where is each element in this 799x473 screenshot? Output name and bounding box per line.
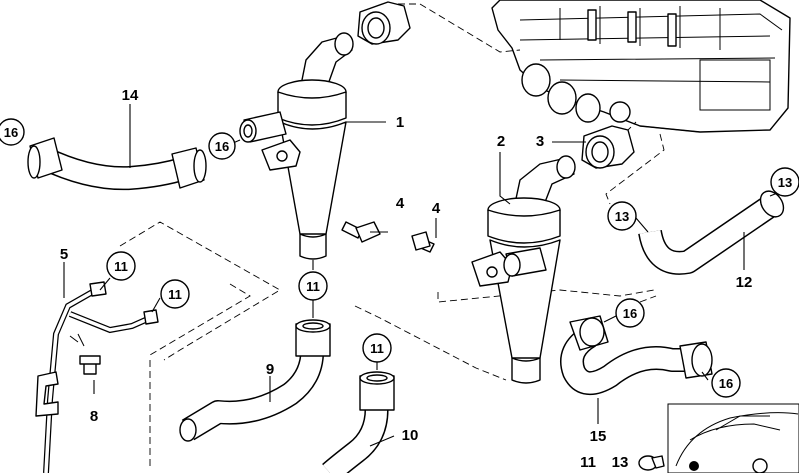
hose-15	[560, 315, 713, 395]
callout-13-mid: 13	[607, 201, 637, 231]
seal-top	[357, 1, 411, 45]
bolt-middle	[411, 231, 435, 253]
intake-manifold	[491, 0, 791, 133]
label-part-9: 9	[266, 361, 274, 378]
svg-text:13: 13	[615, 209, 629, 224]
bolt-lower	[79, 355, 101, 375]
hose-14	[27, 137, 207, 191]
label-part-14: 14	[122, 87, 139, 104]
svg-text:11: 11	[370, 341, 384, 356]
label-part-3: 3	[536, 133, 544, 150]
clamp-icon	[638, 455, 665, 471]
label-part-11-bottom: 11	[580, 454, 596, 471]
hose-9	[179, 319, 331, 442]
car-thumbnail	[667, 403, 799, 473]
leader-lines	[63, 104, 781, 447]
dipstick-tube	[35, 281, 159, 473]
callout-11-d: 11	[362, 333, 392, 363]
callout-11-a: 11	[106, 251, 136, 281]
label-part-13-bottom: 13	[612, 454, 629, 471]
callout-13-right: 13	[770, 167, 799, 197]
label-part-12: 12	[736, 274, 753, 291]
label-part-2: 2	[497, 133, 505, 150]
label-part-1: 1	[396, 114, 404, 131]
svg-text:11: 11	[306, 279, 320, 294]
svg-text:13: 13	[778, 175, 792, 190]
label-part-5: 5	[60, 246, 68, 263]
callout-11-c: 11	[298, 271, 328, 301]
hose-10	[322, 371, 395, 473]
seal-middle	[581, 125, 635, 169]
oil-separator-2	[471, 155, 576, 384]
label-part-8: 8	[90, 408, 98, 425]
label-part-4-middle: 4	[432, 200, 441, 217]
svg-text:16: 16	[623, 306, 637, 321]
callout-16-right-bottom: 16	[711, 368, 741, 398]
svg-text:16: 16	[215, 139, 229, 154]
label-part-15: 15	[590, 428, 607, 445]
callout-16-right-top: 16	[615, 298, 645, 328]
callout-11-b: 11	[160, 279, 190, 309]
svg-text:11: 11	[168, 287, 182, 302]
label-part-4-upper: 4	[396, 195, 405, 212]
svg-text:11: 11	[114, 259, 128, 274]
svg-text:16: 16	[719, 376, 733, 391]
oil-separator-1	[239, 32, 354, 260]
callout-16-left: 16	[0, 118, 25, 146]
bolt-upper	[341, 221, 381, 243]
callout-16-mid: 16	[208, 132, 236, 160]
svg-text:16: 16	[4, 125, 18, 140]
hose-12	[638, 190, 785, 275]
label-part-10: 10	[402, 427, 419, 444]
